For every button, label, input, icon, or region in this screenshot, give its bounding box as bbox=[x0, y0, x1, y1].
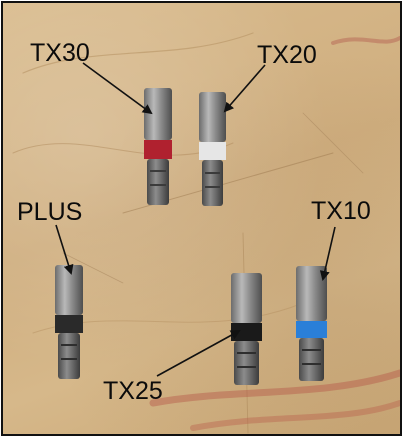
tx20-color-ring bbox=[199, 142, 226, 160]
arrow-tx10 bbox=[319, 226, 336, 281]
label-tx20: TX20 bbox=[257, 41, 317, 69]
arrow-tx25 bbox=[156, 330, 241, 377]
bit-tx30 bbox=[144, 88, 172, 205]
arrow-plus bbox=[55, 224, 74, 275]
annotation-arrows bbox=[55, 62, 336, 377]
arrow-tx20 bbox=[223, 64, 266, 113]
bit-tx20 bbox=[199, 92, 226, 206]
bit-plus bbox=[55, 265, 83, 379]
tx30-color-ring bbox=[144, 140, 172, 159]
bit-tx25 bbox=[231, 273, 262, 385]
label-tx30: TX30 bbox=[30, 39, 90, 67]
arrow-tx30 bbox=[82, 62, 153, 115]
plus-color-ring bbox=[55, 315, 83, 333]
label-tx10: TX10 bbox=[311, 197, 371, 225]
tx10-color-ring bbox=[296, 321, 327, 338]
label-tx25: TX25 bbox=[103, 377, 163, 405]
bit-tx10 bbox=[296, 266, 327, 381]
photo-scene bbox=[12, 32, 400, 434]
label-plus: PLUS bbox=[17, 198, 83, 226]
